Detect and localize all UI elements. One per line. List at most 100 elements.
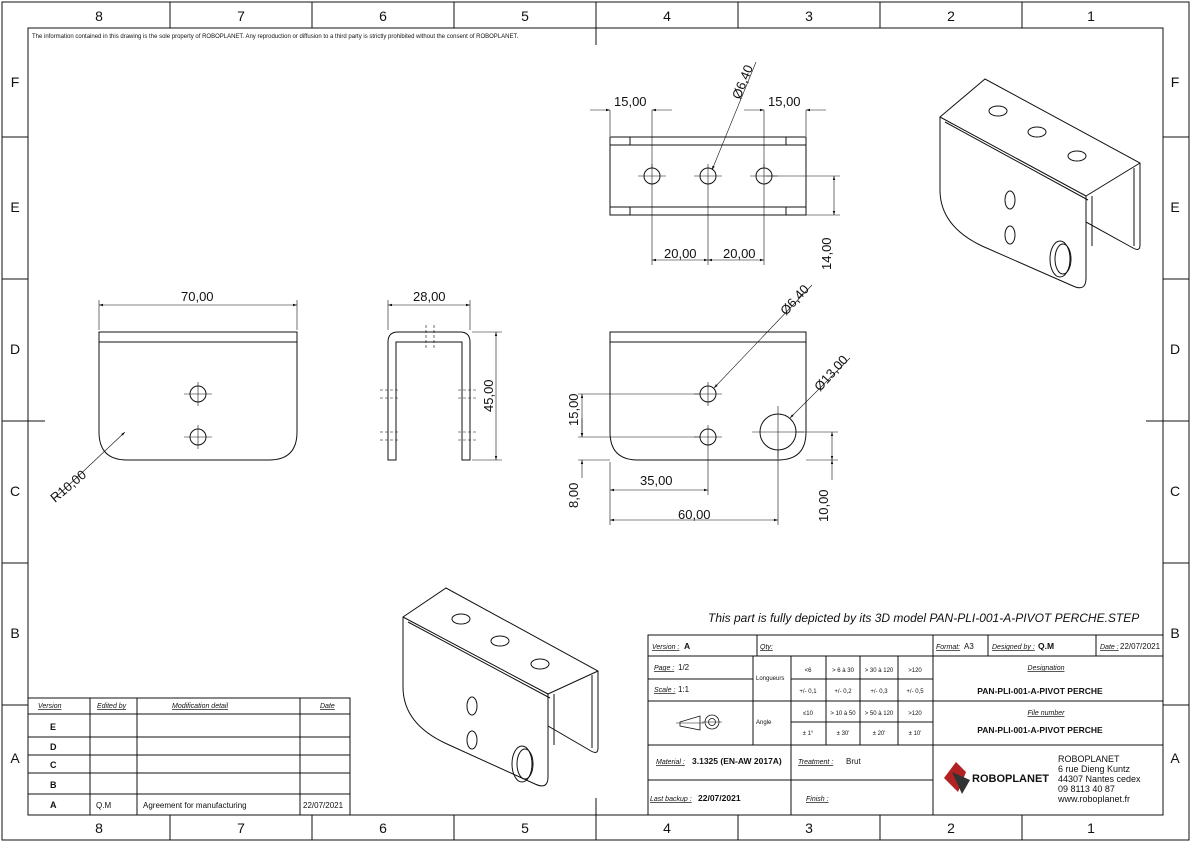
- dim-top-left-15: 15,00: [614, 94, 647, 109]
- tol-length-header: > 6 à 30: [832, 668, 855, 674]
- dim-width-70: 70,00: [181, 289, 214, 304]
- tol-angle-value: ± 20': [873, 731, 886, 737]
- tb-material-label: Material :: [656, 759, 685, 766]
- col-label-top: 8: [95, 8, 103, 24]
- dim-front-hole-dia: Ø6,40: [777, 282, 812, 318]
- rev-detail: Agreement for manufacturing: [143, 801, 247, 810]
- col-label-top: 4: [663, 8, 671, 24]
- company-name: ROBOPLANET: [1058, 754, 1120, 764]
- logo-text: ROBOPLANET: [972, 773, 1049, 785]
- confidentiality-notice: The information contained in this drawin…: [32, 34, 518, 40]
- tb-designation-value: PAN-PLI-001-A-PIVOT PERCHE: [977, 686, 1103, 696]
- tol-length-header: <6: [805, 668, 813, 674]
- row-label-left: C: [10, 483, 20, 499]
- front-view: [578, 284, 851, 525]
- rev-header-detail: Modification detail: [172, 703, 228, 710]
- row-label-right: B: [1170, 625, 1179, 641]
- tb-version-value: A: [684, 641, 690, 651]
- col-label-top: 3: [805, 8, 813, 24]
- tb-page-value: 1/2: [678, 663, 690, 672]
- tol-angle-header: ≤10: [803, 711, 814, 717]
- tb-backup-label: Last backup :: [650, 796, 692, 803]
- revision-table: [27, 697, 351, 816]
- col-label-top: 7: [237, 8, 245, 24]
- tol-length-value: +/- 0,3: [870, 689, 888, 695]
- tol-length-header: > 30 à 120: [865, 668, 894, 674]
- dim-radius-10: R10,00: [47, 467, 89, 505]
- tb-angle-label: Angle: [756, 720, 772, 726]
- tb-format-value: A3: [964, 642, 974, 651]
- rev-version: B: [50, 780, 57, 790]
- model-note: This part is fully depicted by its 3D mo…: [708, 611, 1139, 625]
- company-web: www.roboplanet.fr: [1057, 794, 1130, 804]
- tb-backup-value: 22/07/2021: [698, 793, 741, 803]
- tol-length-value: +/- 0,2: [834, 689, 852, 695]
- rev-header-version: Version: [38, 703, 62, 710]
- rev-version: E: [50, 722, 56, 732]
- row-label-left: B: [10, 625, 19, 641]
- col-label-bottom: 4: [663, 820, 671, 836]
- company-address1: 6 rue Dieng Kuntz: [1058, 764, 1131, 774]
- tb-finish-label: Finish :: [806, 796, 829, 803]
- rev-editor: Q.M: [96, 801, 111, 810]
- row-label-right: D: [1170, 341, 1180, 357]
- dim-big-hole-dia: Ø13,00: [811, 352, 851, 394]
- tol-angle-header: > 10 à 50: [830, 711, 856, 717]
- zone-labels: 8 7 6 5 4 3 2 1 8 7 6 5 4 3 2 1 F E D C …: [10, 8, 1180, 836]
- rev-version: D: [50, 742, 57, 752]
- row-label-left: A: [10, 750, 20, 766]
- tb-scale-label: Scale :: [654, 687, 675, 694]
- col-label-bottom: 8: [95, 820, 103, 836]
- dim-top-right-15: 15,00: [768, 94, 801, 109]
- tol-angle-value: ± 10': [909, 731, 922, 737]
- col-label-bottom: 2: [947, 820, 955, 836]
- col-label-top: 1: [1087, 8, 1095, 24]
- column-dividers: [169, 2, 1023, 840]
- row-label-left: D: [10, 341, 20, 357]
- company-phone: 09 8113 40 87: [1058, 784, 1115, 794]
- dim-top-20b: 20,00: [723, 246, 756, 261]
- tb-page-label: Page :: [654, 665, 674, 672]
- tb-length-label: Longueurs: [756, 676, 784, 682]
- dim-top-20a: 20,00: [664, 246, 697, 261]
- row-label-right: C: [1170, 483, 1180, 499]
- projection-symbol-icon: [676, 714, 722, 731]
- row-label-right: F: [1171, 74, 1180, 90]
- dim-front-60: 60,00: [678, 507, 711, 522]
- side-view: [380, 300, 502, 461]
- dim-front-35: 35,00: [640, 473, 673, 488]
- dim-height-45: 45,00: [481, 379, 496, 412]
- col-label-bottom: 7: [237, 820, 245, 836]
- isometric-view-top: [939, 78, 1141, 289]
- tb-material-value: 3.1325 (EN-AW 2017A): [692, 756, 782, 766]
- tb-designed-label: Designed by :: [992, 644, 1035, 651]
- tb-qty-label: Qty:: [760, 644, 773, 651]
- col-label-bottom: 1: [1087, 820, 1095, 836]
- tol-angle-header: > 50 à 120: [865, 711, 894, 717]
- tb-designation-label: Designation: [1028, 665, 1065, 672]
- rev-date: 22/07/2021: [303, 801, 344, 810]
- row-label-right: A: [1170, 750, 1180, 766]
- dim-front-10: 10,00: [816, 489, 831, 522]
- rev-version: C: [50, 760, 57, 770]
- tb-format-label: Format:: [936, 644, 960, 651]
- col-label-top: 5: [521, 8, 529, 24]
- col-label-bottom: 5: [521, 820, 529, 836]
- tb-file-value: PAN-PLI-001-A-PIVOT PERCHE: [977, 725, 1103, 735]
- dim-width-28: 28,00: [413, 289, 446, 304]
- col-label-bottom: 3: [805, 820, 813, 836]
- row-label-left: E: [10, 199, 19, 215]
- tol-length-value: +/- 0,1: [799, 689, 817, 695]
- rev-header-editor: Edited by: [97, 703, 127, 710]
- dim-front-8: 8,00: [566, 483, 581, 508]
- tol-length-header: >120: [908, 668, 922, 674]
- tb-scale-value: 1:1: [678, 685, 690, 694]
- rev-version: A: [50, 800, 57, 810]
- company-address2: 44307 Nantes cedex: [1058, 774, 1141, 784]
- roboplanet-logo: ROBOPLANET: [944, 762, 1049, 794]
- tb-version-label: Version :: [652, 644, 679, 651]
- top-view: [590, 61, 840, 265]
- tb-date-value: 22/07/2021: [1120, 642, 1161, 651]
- tb-date-label: Date :: [1100, 644, 1119, 651]
